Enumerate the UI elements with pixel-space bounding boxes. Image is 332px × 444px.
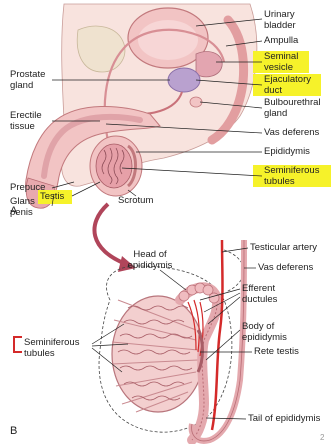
label-body-of-epididymis: Body of epididymis	[242, 322, 298, 343]
label-head-of-epididymis: Head of epididymis	[122, 250, 178, 271]
label-vas-deferens-a: Vas deferens	[264, 128, 319, 139]
label-rete-testis: Rete testis	[254, 347, 299, 358]
panel-a-illustration	[26, 4, 257, 208]
page-number: 2	[320, 433, 325, 442]
label-tail-of-epididymis: Tail of epididymis	[248, 414, 320, 425]
prostate-gland	[168, 68, 200, 92]
label-testis: Testis	[40, 192, 64, 203]
seminal-vesicle	[196, 52, 222, 77]
label-seminiferous-tubules-a: Seminiferous tubules	[264, 166, 330, 187]
red-bracket	[14, 337, 22, 352]
panel-b-letter: B	[10, 425, 17, 437]
label-ampulla: Ampulla	[264, 36, 298, 47]
label-epididymis: Epididymis	[264, 147, 310, 158]
label-erectile-tissue: Erectile tissue	[10, 111, 52, 132]
label-vas-deferens-b: Vas deferens	[258, 263, 313, 274]
testicular-artery-vessel	[212, 240, 223, 430]
label-bulbourethral-gland: Bulbourethral gland	[264, 98, 326, 119]
label-scrotum: Scrotum	[118, 196, 153, 207]
label-seminal-vesicle: Seminal vesicle	[264, 52, 310, 73]
label-testicular-artery: Testicular artery	[250, 243, 317, 254]
label-efferent-ductules: Efferent ductules	[242, 284, 290, 305]
label-seminiferous-tubules-b: Seminiferous tubules	[24, 338, 92, 359]
testis-shape	[96, 144, 132, 188]
label-urinary-bladder: Urinary bladder	[264, 10, 324, 31]
label-ejaculatory-duct: Ejaculatory duct	[264, 75, 322, 96]
label-prostate-gland: Prostate gland	[10, 70, 52, 91]
